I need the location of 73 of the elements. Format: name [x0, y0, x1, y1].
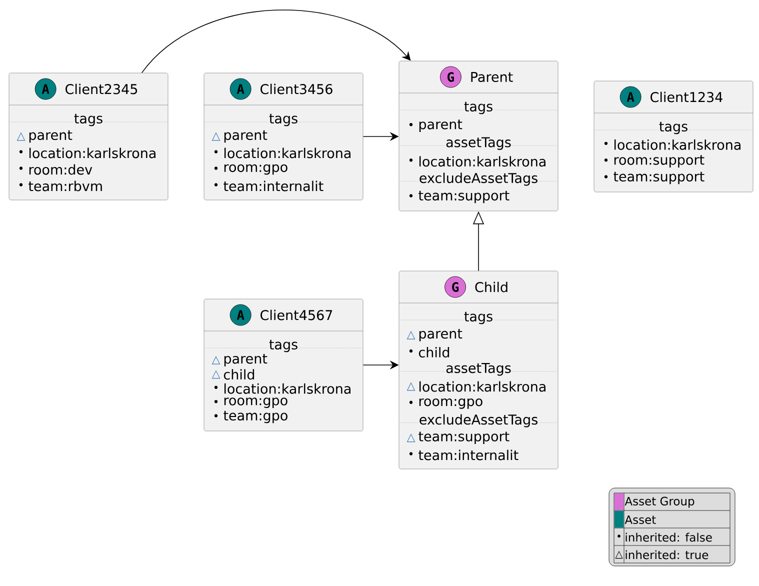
tag-item: team:support — [418, 432, 510, 444]
arrow — [141, 10, 411, 74]
tag-item: parent — [224, 130, 268, 143]
marker-symbol: • — [214, 150, 218, 154]
tag-item: team:internalit — [224, 180, 324, 192]
tag-item: location:karlskrona — [419, 381, 546, 392]
marker-symbol: • — [214, 166, 218, 170]
marker-symbol: • — [19, 166, 23, 170]
marker-symbol: △ — [406, 434, 416, 442]
tag-item: room:gpo — [419, 398, 482, 409]
marker-symbol: • — [409, 158, 413, 162]
marker-symbol: • — [409, 400, 413, 404]
marker-symbol: △ — [212, 370, 220, 379]
marker-symbol: • — [409, 452, 413, 456]
class-name: Client1234 — [650, 92, 722, 102]
marker-symbol: △ — [406, 382, 416, 391]
tag-item: room:dev — [29, 164, 92, 175]
tag-item: location:karlskrona — [224, 148, 350, 158]
legend-symbol: △ — [615, 550, 623, 559]
tag-item: parent — [419, 328, 462, 342]
class-name: Parent — [471, 72, 513, 82]
legend-symbol: • — [618, 534, 620, 538]
marker-symbol: • — [214, 386, 218, 389]
marker-symbol: • — [604, 175, 608, 178]
tag-item: parent — [419, 120, 462, 132]
marker-symbol: • — [409, 122, 413, 126]
tag-item: parent — [224, 354, 268, 366]
tag-item: room:gpo — [224, 164, 288, 175]
class-name: Client4567 — [260, 310, 332, 320]
tag-item: child — [224, 369, 254, 380]
section-heading: assetTags — [445, 363, 512, 376]
marker-symbol: △ — [212, 356, 220, 364]
class-name: Client3456 — [260, 84, 332, 94]
class-box — [398, 60, 558, 212]
tag-item: team:gpo — [224, 410, 288, 424]
marker-symbol: • — [604, 158, 608, 162]
class-box — [398, 270, 558, 470]
marker-symbol: • — [214, 183, 218, 186]
marker-symbol: • — [409, 194, 413, 198]
tag-item: team:support — [418, 190, 510, 204]
tag-item: location:karlskrona — [224, 383, 350, 394]
section-heading: assetTags — [445, 137, 512, 150]
section-heading: excludeAssetTags — [418, 172, 539, 186]
tag-item: location:karlskrona — [614, 139, 740, 150]
tag-item: parent — [29, 130, 72, 143]
marker-symbol: • — [19, 150, 23, 154]
tag-item: room:gpo — [224, 398, 288, 408]
tag-item: location:karlskrona — [419, 156, 546, 167]
class-name: Client2345 — [66, 84, 138, 94]
marker-symbol: △ — [212, 132, 220, 141]
tag-item: room:support — [614, 155, 704, 168]
class-box — [204, 298, 364, 432]
tag-item: location:karlskrona — [29, 148, 156, 158]
class-box — [8, 72, 168, 200]
section-heading: excludeAssetTags — [418, 414, 539, 428]
class-box — [204, 72, 364, 200]
marker-symbol: • — [19, 183, 23, 186]
marker-symbol: • — [604, 142, 608, 146]
class-box — [594, 80, 754, 192]
tag-item: team:rbvm — [28, 180, 102, 192]
class-name: Child — [475, 282, 508, 292]
marker-symbol: • — [409, 349, 413, 353]
legend-text: inherited: true — [626, 550, 708, 560]
legend-text: Asset Group — [624, 496, 694, 508]
tag-item: child — [418, 347, 450, 358]
legend-text: Asset — [624, 516, 656, 524]
marker-symbol: △ — [16, 132, 26, 141]
marker-symbol: • — [214, 414, 218, 418]
tag-item: team:internalit — [418, 450, 518, 460]
marker-symbol: △ — [406, 330, 416, 340]
legend-text: inherited: false — [626, 532, 712, 542]
tag-item: team:support — [614, 172, 704, 184]
marker-symbol: • — [214, 400, 218, 404]
